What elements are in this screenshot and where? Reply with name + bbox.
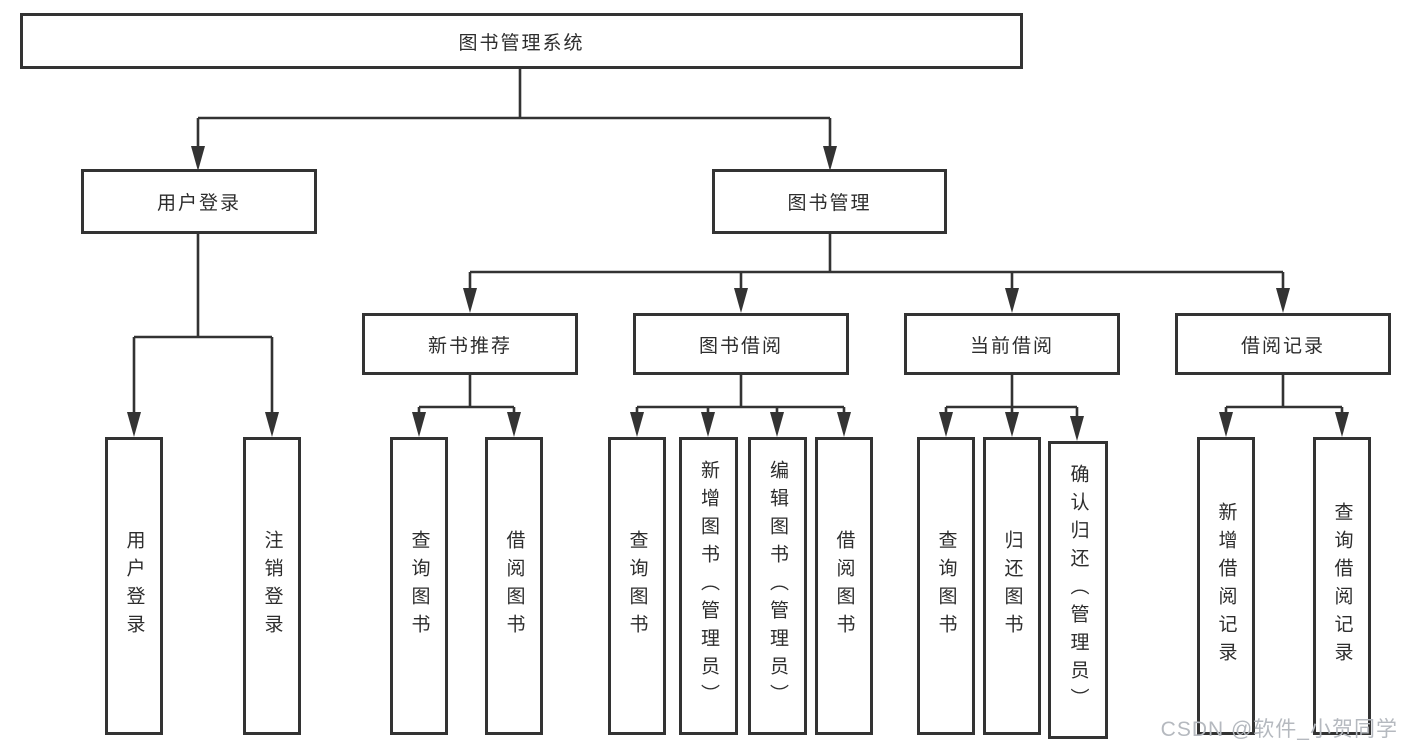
node-user-login: 用户登录 bbox=[81, 169, 317, 234]
connector-book-management-to-level3 bbox=[468, 234, 1285, 292]
arrowheads bbox=[127, 146, 1349, 441]
node-borrowing-records-label: 借阅记录 bbox=[1240, 335, 1325, 357]
node-book-borrowing: 图书借阅 bbox=[633, 313, 849, 375]
connector-book-borrowing-to-children bbox=[635, 375, 846, 417]
leaf-edit-books-admin-label: 编辑图书（管理员） bbox=[767, 460, 788, 712]
arrow-down-icon bbox=[837, 412, 851, 437]
leaf-user-login: 用户登录 bbox=[105, 437, 163, 735]
leaf-borrow-books-1-label: 借阅图书 bbox=[503, 530, 525, 642]
node-root: 图书管理系统 bbox=[20, 13, 1023, 69]
watermark: CSDN @软件_小贺同学 bbox=[1160, 718, 1398, 741]
leaf-borrow-books-2: 借阅图书 bbox=[815, 437, 873, 735]
node-user-login-label: 用户登录 bbox=[156, 193, 241, 214]
arrow-down-icon bbox=[701, 412, 715, 437]
leaf-add-borrow-record: 新增借阅记录 bbox=[1197, 437, 1255, 735]
leaf-query-books-1: 查询图书 bbox=[390, 437, 448, 735]
leaf-query-borrow-record-label: 查询借阅记录 bbox=[1331, 502, 1353, 670]
arrow-down-icon bbox=[939, 412, 953, 437]
leaf-add-borrow-record-label: 新增借阅记录 bbox=[1215, 502, 1237, 670]
leaf-return-books-label: 归还图书 bbox=[1001, 530, 1023, 642]
node-new-book-recommend: 新书推荐 bbox=[362, 313, 578, 375]
leaf-logout: 注销登录 bbox=[243, 437, 301, 735]
connector-borrowing-records-to-children bbox=[1224, 375, 1344, 417]
arrow-down-icon bbox=[191, 146, 205, 171]
arrow-down-icon bbox=[770, 412, 784, 437]
leaf-query-books-3: 查询图书 bbox=[917, 437, 975, 735]
leaf-logout-label: 注销登录 bbox=[261, 530, 283, 642]
leaf-query-books-3-label: 查询图书 bbox=[935, 530, 957, 642]
node-root-label: 图书管理系统 bbox=[458, 32, 585, 54]
arrow-down-icon bbox=[1276, 288, 1290, 313]
arrow-down-icon bbox=[412, 412, 426, 437]
arrow-down-icon bbox=[630, 412, 644, 437]
arrow-down-icon bbox=[507, 412, 521, 437]
leaf-borrow-books-2-label: 借阅图书 bbox=[833, 530, 855, 642]
arrow-down-icon bbox=[823, 146, 837, 171]
node-current-borrowing-label: 当前借阅 bbox=[969, 335, 1054, 357]
node-book-management: 图书管理 bbox=[712, 169, 947, 234]
node-book-management-label: 图书管理 bbox=[787, 193, 872, 214]
node-borrowing-records: 借阅记录 bbox=[1175, 313, 1391, 375]
arrow-down-icon bbox=[1005, 288, 1019, 313]
connector-user-login-to-children bbox=[132, 234, 274, 416]
arrow-down-icon bbox=[463, 288, 477, 313]
arrow-down-icon bbox=[1070, 416, 1084, 441]
leaf-add-books-admin-label: 新增图书（管理员） bbox=[698, 460, 719, 712]
leaf-query-books-2-label: 查询图书 bbox=[626, 530, 648, 642]
connector-root-to-level2 bbox=[196, 69, 832, 150]
connector-new-book-recommend-to-children bbox=[417, 375, 516, 417]
leaf-query-books-1-label: 查询图书 bbox=[408, 530, 430, 642]
arrow-down-icon bbox=[1335, 412, 1349, 437]
arrow-down-icon bbox=[127, 412, 141, 437]
leaf-confirm-return-admin-label: 确认归还（管理员） bbox=[1067, 464, 1089, 716]
node-book-borrowing-label: 图书借阅 bbox=[698, 335, 783, 357]
node-current-borrowing: 当前借阅 bbox=[904, 313, 1120, 375]
arrow-down-icon bbox=[1219, 412, 1233, 437]
leaf-query-books-2: 查询图书 bbox=[608, 437, 666, 735]
leaf-confirm-return-admin: 确认归还（管理员） bbox=[1048, 441, 1108, 739]
leaf-add-books-admin: 新增图书（管理员） bbox=[679, 437, 738, 735]
arrow-down-icon bbox=[734, 288, 748, 313]
leaf-edit-books-admin: 编辑图书（管理员） bbox=[748, 437, 807, 735]
leaf-user-login-label: 用户登录 bbox=[123, 530, 145, 642]
arrow-down-icon bbox=[265, 412, 279, 437]
leaf-borrow-books-1: 借阅图书 bbox=[485, 437, 543, 735]
leaf-query-borrow-record: 查询借阅记录 bbox=[1313, 437, 1371, 735]
arrow-down-icon bbox=[1005, 412, 1019, 437]
leaf-return-books: 归还图书 bbox=[983, 437, 1041, 735]
node-new-book-recommend-label: 新书推荐 bbox=[427, 335, 512, 357]
